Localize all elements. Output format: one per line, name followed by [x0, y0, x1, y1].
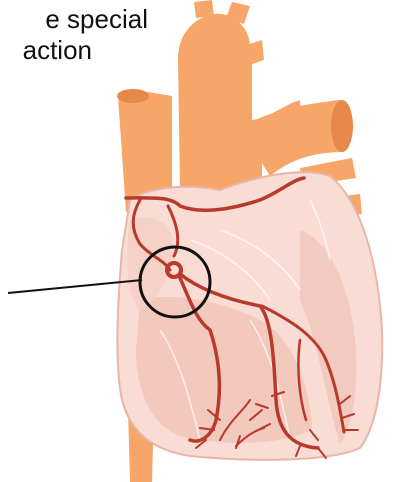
aortic-arch: [178, 14, 302, 200]
pulmonary-artery-opening: [331, 100, 353, 152]
aortic-branch: [194, 0, 214, 18]
superior-vena-cava-opening: [117, 89, 149, 103]
